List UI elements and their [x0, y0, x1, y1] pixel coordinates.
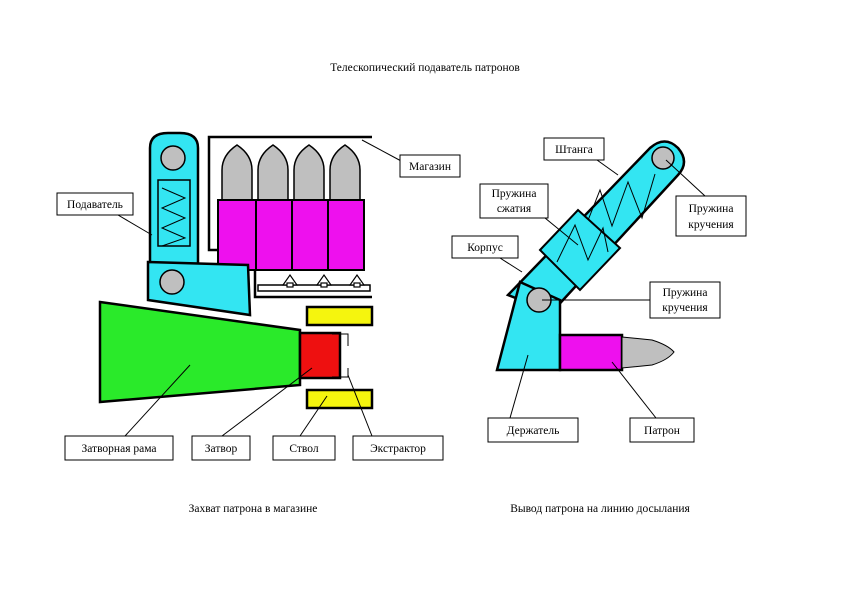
label-box-feeder	[56, 192, 134, 216]
rod-spring	[584, 173, 656, 229]
caption-left: Захват патрона в магазине	[189, 503, 318, 515]
label-barrel: Ствол	[289, 443, 318, 455]
lead-compression-spring	[544, 217, 579, 246]
label-compression-spring-2: сжатия	[497, 203, 532, 215]
right-diagram: Штанга Пружина сжатия Пружина кручения К…	[451, 137, 747, 515]
label-body: Корпус	[467, 242, 503, 254]
label-cartridge: Патрон	[644, 425, 680, 437]
rod-torsion-spring-top	[651, 146, 675, 170]
cartridge-bullet	[621, 336, 675, 369]
label-box-rod	[543, 137, 605, 161]
cartridge-case	[558, 333, 624, 372]
magazine-cases	[217, 199, 365, 271]
feeder-spring	[160, 187, 187, 247]
label-compression-spring-1: Пружина	[492, 188, 537, 200]
label-box-extractor	[352, 435, 444, 461]
lead-rod	[596, 159, 619, 176]
label-rod: Штанга	[555, 144, 593, 156]
barrel-bottom	[305, 388, 374, 410]
lead-torsion-top	[665, 159, 706, 197]
label-box-body	[451, 235, 519, 259]
lead-barrel	[299, 395, 328, 437]
barrel-top	[305, 305, 374, 327]
lead-magazine	[361, 139, 404, 163]
label-torsion-top-2: кручения	[688, 219, 734, 231]
label-bolt-carrier: Затворная рама	[81, 443, 156, 455]
bolt	[298, 331, 342, 380]
diagram-title: Телескопический подаватель патронов	[330, 62, 520, 74]
lead-holder	[509, 354, 529, 419]
lead-bolt-carrier	[124, 364, 191, 437]
label-box-torsion-top	[675, 195, 747, 237]
caption-right: Вывод патрона на линию досылания	[510, 503, 690, 515]
lead-body	[499, 257, 523, 273]
lead-bolt	[221, 367, 313, 437]
label-holder: Держатель	[507, 425, 560, 437]
label-box-compression-spring	[479, 183, 549, 219]
label-torsion-mid-1: Пружина	[663, 287, 708, 299]
feeder-pivot-bottom	[159, 269, 185, 295]
label-magazine: Магазин	[409, 161, 451, 173]
label-bolt: Затвор	[205, 443, 238, 455]
spring-arrows	[281, 273, 366, 288]
label-extractor: Экстрактор	[370, 443, 426, 455]
magazine-bullets	[221, 144, 361, 201]
bolt-carrier	[98, 300, 302, 404]
lead-feeder	[117, 214, 153, 236]
label-box-barrel	[272, 435, 336, 461]
feeder-pivot-top	[160, 145, 186, 171]
label-feeder: Подаватель	[67, 199, 123, 211]
label-box-holder	[487, 417, 579, 443]
magazine-follower	[257, 284, 371, 292]
label-torsion-mid-2: кручения	[662, 302, 708, 314]
label-box-bolt-carrier	[64, 435, 174, 461]
label-box-torsion-mid	[649, 281, 721, 319]
extractor	[332, 333, 349, 378]
label-box-bolt	[191, 435, 251, 461]
lead-cartridge	[611, 361, 657, 419]
left-diagram: Подаватель Магазин Затворная рама Затвор…	[56, 131, 461, 515]
label-box-magazine	[399, 154, 461, 178]
lead-extractor	[347, 374, 373, 437]
label-box-cartridge	[629, 417, 695, 443]
label-torsion-top-1: Пружина	[689, 203, 734, 215]
